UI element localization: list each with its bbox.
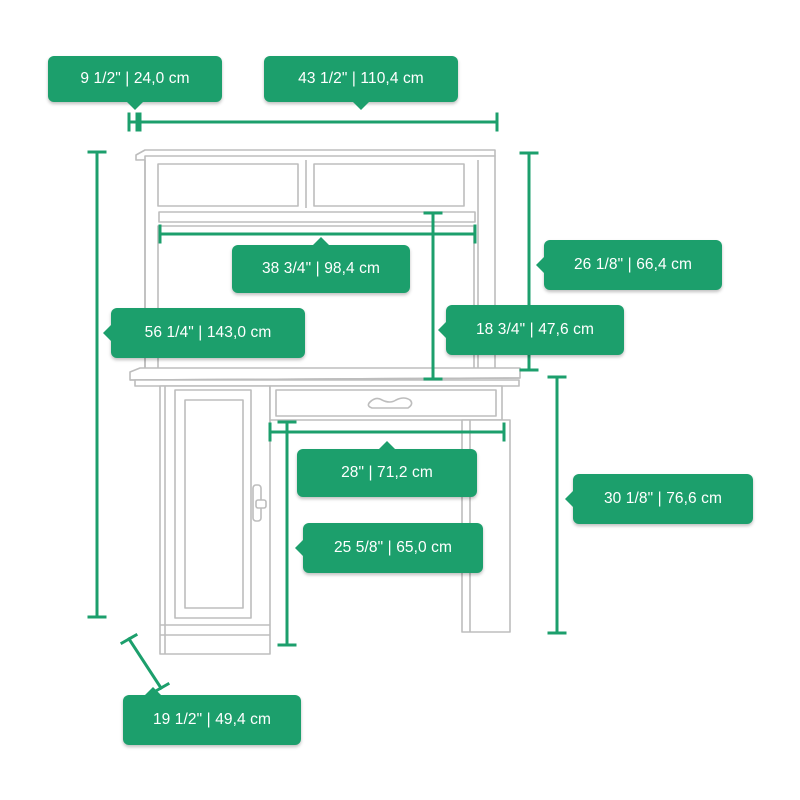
total-height-label: 56 1/4" | 143,0 cm [144, 324, 272, 341]
shelf-width-badge: 38 3/4" | 98,4 cm [232, 237, 410, 293]
knee-width-badge: 28" | 71,2 cm [297, 441, 477, 497]
hutch-opening-height-badge: 18 3/4" | 47,6 cm [438, 305, 624, 355]
total-height-line [87, 150, 107, 619]
knee-width-label: 28" | 71,2 cm [341, 464, 433, 481]
desk-depth-line [119, 632, 171, 695]
desk-height-badge: 30 1/8" | 76,6 cm [565, 474, 753, 524]
callout-pointer [379, 441, 395, 449]
hutch-opening-height-line [423, 211, 443, 381]
left-cabinet [159, 385, 271, 655]
knee-height-label: 25 5/8" | 65,0 cm [333, 539, 453, 556]
shelf-width-line [158, 224, 477, 244]
shelf-width-label: 38 3/4" | 98,4 cm [261, 260, 381, 277]
callout-pointer [295, 540, 303, 556]
desk-depth-badge: 19 1/2" | 49,4 cm [123, 687, 301, 745]
callout-pointer [353, 102, 369, 110]
hutch-depth-label: 9 1/2" | 24,0 cm [80, 70, 190, 87]
hutch-opening-height-label: 18 3/4" | 47,6 cm [475, 321, 595, 338]
callout-pointer [438, 322, 446, 338]
callout-pointer [536, 257, 544, 273]
hutch-depth-badge: 9 1/2" | 24,0 cm [48, 56, 222, 110]
callout-pointer [103, 325, 111, 341]
knee-height-line [277, 420, 297, 647]
desk-height-label: 30 1/8" | 76,6 cm [603, 490, 723, 507]
knee-width-line [268, 422, 506, 442]
total-width-label: 43 1/2" | 110,4 cm [298, 70, 424, 87]
hutch [135, 149, 496, 373]
total-width-line [138, 112, 499, 132]
drawer [269, 385, 503, 421]
door-handle [252, 484, 267, 522]
hutch-height-label: 26 1/8" | 66,4 cm [573, 256, 693, 273]
total-height-badge: 56 1/4" | 143,0 cm [103, 308, 305, 358]
hutch-height-badge: 26 1/8" | 66,4 cm [536, 240, 722, 290]
callout-pointer [313, 237, 329, 245]
callout-pointer [565, 491, 573, 507]
knee-height-badge: 25 5/8" | 65,0 cm [295, 523, 483, 573]
callout-pointer [127, 102, 143, 110]
desk-height-line [547, 375, 567, 635]
callout-pointer [145, 687, 161, 695]
hutch-depth-line [127, 112, 139, 132]
desk-depth-label: 19 1/2" | 49,4 cm [152, 711, 272, 728]
total-width-badge: 43 1/2" | 110,4 cm [264, 56, 458, 110]
